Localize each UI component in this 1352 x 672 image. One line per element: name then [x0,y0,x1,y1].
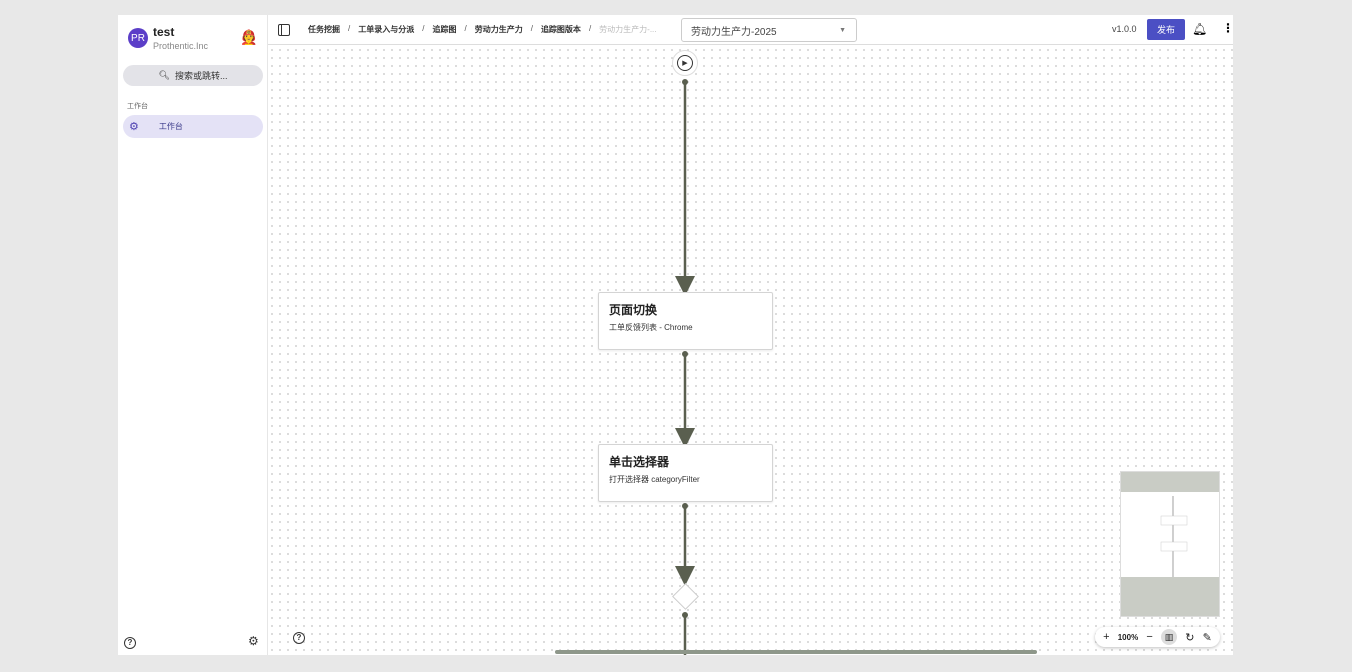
breadcrumb: 任务挖掘/ 工单录入与分派/ 追踪图/ 劳动力生产力/ 追踪图版本/ 劳动力生产… [308,24,657,34]
sidebar-toggle-icon[interactable] [278,23,290,36]
org-name: Prothentic.Inc [153,41,209,51]
version-select-value: 劳动力生产力-2025 [691,26,777,38]
horizontal-scrollbar[interactable] [555,650,1037,654]
version-label: v1.0.0 [1112,24,1137,34]
publish-button[interactable]: 发布 [1147,19,1185,40]
flow-node[interactable]: 页面切换 工单反馈列表 - Chrome [598,292,773,350]
section-label: 工作台 [127,103,148,110]
node-title: 页面切换 [609,303,658,317]
zoom-level: 100% [1117,632,1139,642]
minimap-mask [1121,577,1219,616]
flow-canvas[interactable] [268,46,1233,655]
zoom-out-icon[interactable]: − [1146,631,1153,643]
settings-gear-icon[interactable]: ⚙ [248,634,259,648]
top-bar: 任务挖掘/ 工单录入与分派/ 追踪图/ 劳动力生产力/ 追踪图版本/ 劳动力生产… [268,15,1233,45]
zoom-controls: + 100% − ▥ ↻ ✎ [1095,627,1220,647]
flow-edges [675,79,695,655]
search-button[interactable]: 🔍︎ 搜索或跳转... [123,65,263,86]
play-icon: ▶ [677,55,693,71]
node-subtitle: 工单反馈列表 - Chrome [609,323,693,332]
breadcrumb-item[interactable]: 追踪图版本 [540,25,581,34]
sidebar: PR test Prothentic.Inc 🧑‍🚒 🔍︎ 搜索或跳转... 工作… [118,15,268,655]
bell-icon[interactable]: 🔔︎ [1192,22,1208,36]
app-window: PR test Prothentic.Inc 🧑‍🚒 🔍︎ 搜索或跳转... 工作… [118,15,1233,655]
breadcrumb-item[interactable]: 工单录入与分派 [358,25,415,34]
sidebar-item-workbench[interactable]: ⚙︎ 工作台 [123,115,263,138]
refresh-icon[interactable]: ↻ [1185,631,1195,644]
breadcrumb-item[interactable]: 劳动力生产力 [474,25,523,34]
minimap[interactable] [1120,471,1220,617]
sidebar-item-label: 工作台 [158,122,183,131]
user-name: test [153,25,175,39]
version-select[interactable]: 劳动力生产力-2025 ▼ [681,18,857,42]
node-subtitle: 打开选择器 categoryFilter [609,475,700,484]
flow-node[interactable]: 单击选择器 打开选择器 categoryFilter [598,444,773,502]
breadcrumb-current: 劳动力生产力-... [599,25,657,34]
robot-arm-icon: ⚙︎ [129,121,139,133]
node-title: 单击选择器 [609,455,670,469]
mascot-icon: 🧑‍🚒 [240,29,258,45]
zoom-in-icon[interactable]: + [1103,631,1110,643]
breadcrumb-item[interactable]: 任务挖掘 [308,25,340,34]
search-label: 搜索或跳转... [174,71,228,81]
canvas-help-icon[interactable]: ? [293,629,305,644]
minimap-mask [1121,472,1219,492]
avatar[interactable]: PR [128,28,148,48]
more-vert-icon[interactable]: ⋮ [1222,21,1233,35]
minimap-toggle-icon[interactable]: ▥ [1161,629,1178,645]
breadcrumb-item[interactable]: 追踪图 [432,25,457,34]
help-icon[interactable]: ? [124,634,136,649]
search-icon: 🔍︎ [158,70,170,80]
chevron-down-icon: ▼ [839,26,846,34]
start-node[interactable]: ▶ [672,50,698,76]
edit-pencil-icon[interactable]: ✎ [1202,631,1212,644]
